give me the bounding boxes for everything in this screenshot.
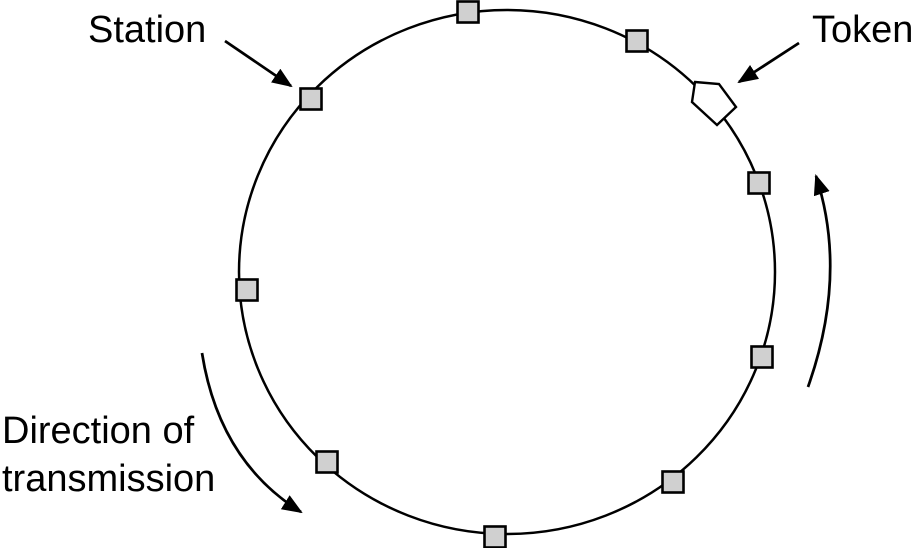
token-label: Token xyxy=(812,9,913,51)
token-pointer-arrow xyxy=(737,41,800,84)
station-node xyxy=(235,278,259,302)
station-node xyxy=(750,345,774,369)
token-shape xyxy=(690,80,738,127)
direction-label-line1: Direction of xyxy=(2,410,195,452)
station-node xyxy=(625,29,649,53)
station-node xyxy=(747,171,771,195)
station-pointer-arrow xyxy=(224,39,293,88)
station-node xyxy=(456,0,480,24)
stations-group xyxy=(235,0,774,548)
station-node xyxy=(661,470,685,494)
station-node xyxy=(315,450,339,474)
transmission-direction-arrow-right xyxy=(806,174,832,388)
ring-ellipse xyxy=(237,8,777,536)
station-node xyxy=(299,87,323,111)
station-label: Station xyxy=(88,9,206,51)
direction-label-line2: transmission xyxy=(2,458,215,500)
transmission-direction-arrow-left xyxy=(200,352,303,514)
station-node xyxy=(483,525,507,548)
